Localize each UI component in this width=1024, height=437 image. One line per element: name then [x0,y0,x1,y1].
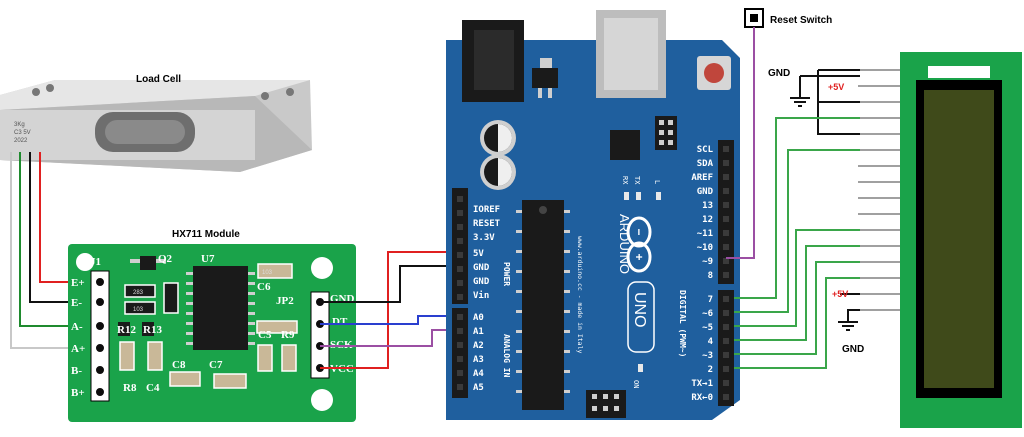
hx711-q2-label: Q2 [158,253,173,265]
pin-gnd-3: GND [697,187,714,197]
svg-text:+: + [632,253,646,260]
hx711-pin-gnd: GND [330,293,355,305]
hx711-pin-a-minus: A- [71,321,83,333]
hx711-title: HX711 Module [172,229,240,240]
hx711-r12-label: R12 [117,324,136,336]
pin-13: 13 [702,201,713,211]
hx711-r9-label: R9 [281,329,295,341]
arduino-tx-label: TX [633,176,641,185]
load-cell-engraving-1: 3Kg [14,122,25,128]
pin-9: ~9 [702,257,713,267]
arduino-brand: ARDUINO [617,214,632,274]
hx711-c6-label: C6 [257,281,271,293]
pin-10: ~10 [697,243,713,253]
hx711-c5-label: C5 [258,329,272,341]
pin-reset: RESET [473,219,501,229]
hx711-chip-marks: 283 103 103 [133,270,273,313]
arduino-digital-labels: SCL SDA AREF GND 13 12 ~11 ~10 ~9 8 7 ~6… [691,145,713,403]
hx711-c4-label: C4 [146,382,160,394]
pin-rx0: RX←0 [691,393,713,403]
pin-a3: A3 [473,355,484,365]
power-section-label: POWER [502,262,511,286]
arduino-infinity-logo [626,216,652,273]
pin-a4: A4 [473,369,484,379]
pin-3: ~3 [702,351,713,361]
arduino-l-label: L [653,180,661,184]
lcd-vcc-top-label: +5V [828,82,844,92]
pin-aref: AREF [691,173,713,183]
pin-3v3: 3.3V [473,233,495,243]
reset-switch-label: Reset Switch [770,15,832,26]
pin-11: ~11 [697,229,713,239]
pin-7: 7 [708,295,713,305]
hx711-left-header-holes [94,276,106,398]
pin-2: 2 [708,365,713,375]
lcd-data-wires [734,117,860,369]
hx711-c7-label: C7 [209,359,223,371]
pin-a0: A0 [473,313,484,323]
hx711-u7-label: U7 [201,253,215,265]
lcd-pins [858,69,900,311]
pin-a1: A1 [473,327,484,337]
arduino-power-labels: IOREF RESET 3.3V 5V GND GND Vin A0 A1 A2… [473,205,501,393]
hx711-r8-label: R8 [123,382,137,394]
pin-sda: SDA [697,159,714,169]
pin-12: 12 [702,215,713,225]
load-cell-engraving-3: 2022 [14,138,28,144]
load-cell-title: Load Cell [136,74,181,85]
pin-6: ~6 [702,309,713,319]
lcd-power-bottom [838,293,860,331]
arduino-rx-label: RX [621,176,629,185]
hx711-r13-label: R13 [143,324,162,336]
pin-5: ~5 [702,323,713,333]
pin-a2: A2 [473,341,484,351]
load-cell: 3Kg C3 5V 2022 [0,80,312,172]
pin-5v: 5V [473,249,484,259]
pin-a5: A5 [473,383,484,393]
arduino-model: UNO [631,292,648,328]
hx711-pin-b-minus: B- [71,365,82,377]
digital-section-label: DIGITAL (PWM~) [678,290,687,357]
pin-gnd-1: GND [473,263,490,273]
svg-text:−: − [632,228,646,235]
pin-8: 8 [708,271,713,281]
pin-scl: SCL [697,145,714,155]
lcd-vcc-bottom-label: +5V [832,289,848,299]
pin-gnd-2: GND [473,277,490,287]
pin-tx1: TX→1 [691,379,713,389]
hx711-pin-e-plus: E+ [71,277,85,289]
arduino-on-label: ON [632,380,640,388]
load-cell-engraving-2: C3 5V [14,130,31,136]
hx711-c8-label: C8 [172,359,186,371]
hx711-board [68,244,356,422]
lcd-module [900,52,1022,428]
pin-ioref: IOREF [473,205,500,215]
hx711-chip-mark-1: 283 [133,290,144,296]
reset-wire [726,27,755,259]
pin-4: 4 [708,337,714,347]
hx711-chip-mark-3: 103 [262,270,273,276]
hx711-chip-mark-2: 103 [133,307,144,313]
hx711-j1-label: J1 [90,256,101,268]
arduino-board: − + [446,10,740,420]
hx711-pin-a-plus: A+ [71,343,85,355]
lcd-gnd-top-label: GND [768,68,790,79]
lcd-gnd-bottom-label: GND [842,344,864,355]
reset-switch [744,8,764,28]
arduino-website: www.arduino.cc - made in Italy [576,236,584,353]
analog-section-label: ANALOG IN [502,334,511,378]
hx711-pin-dt: DT [332,316,348,328]
hx711-pin-b-plus: B+ [71,387,85,399]
hx711-jp2-label: JP2 [276,295,294,307]
arduino-header-holes [457,146,729,400]
hx711-pin-e-minus: E- [71,297,82,309]
pin-vin: Vin [473,290,489,301]
lcd-power-top [790,69,860,135]
